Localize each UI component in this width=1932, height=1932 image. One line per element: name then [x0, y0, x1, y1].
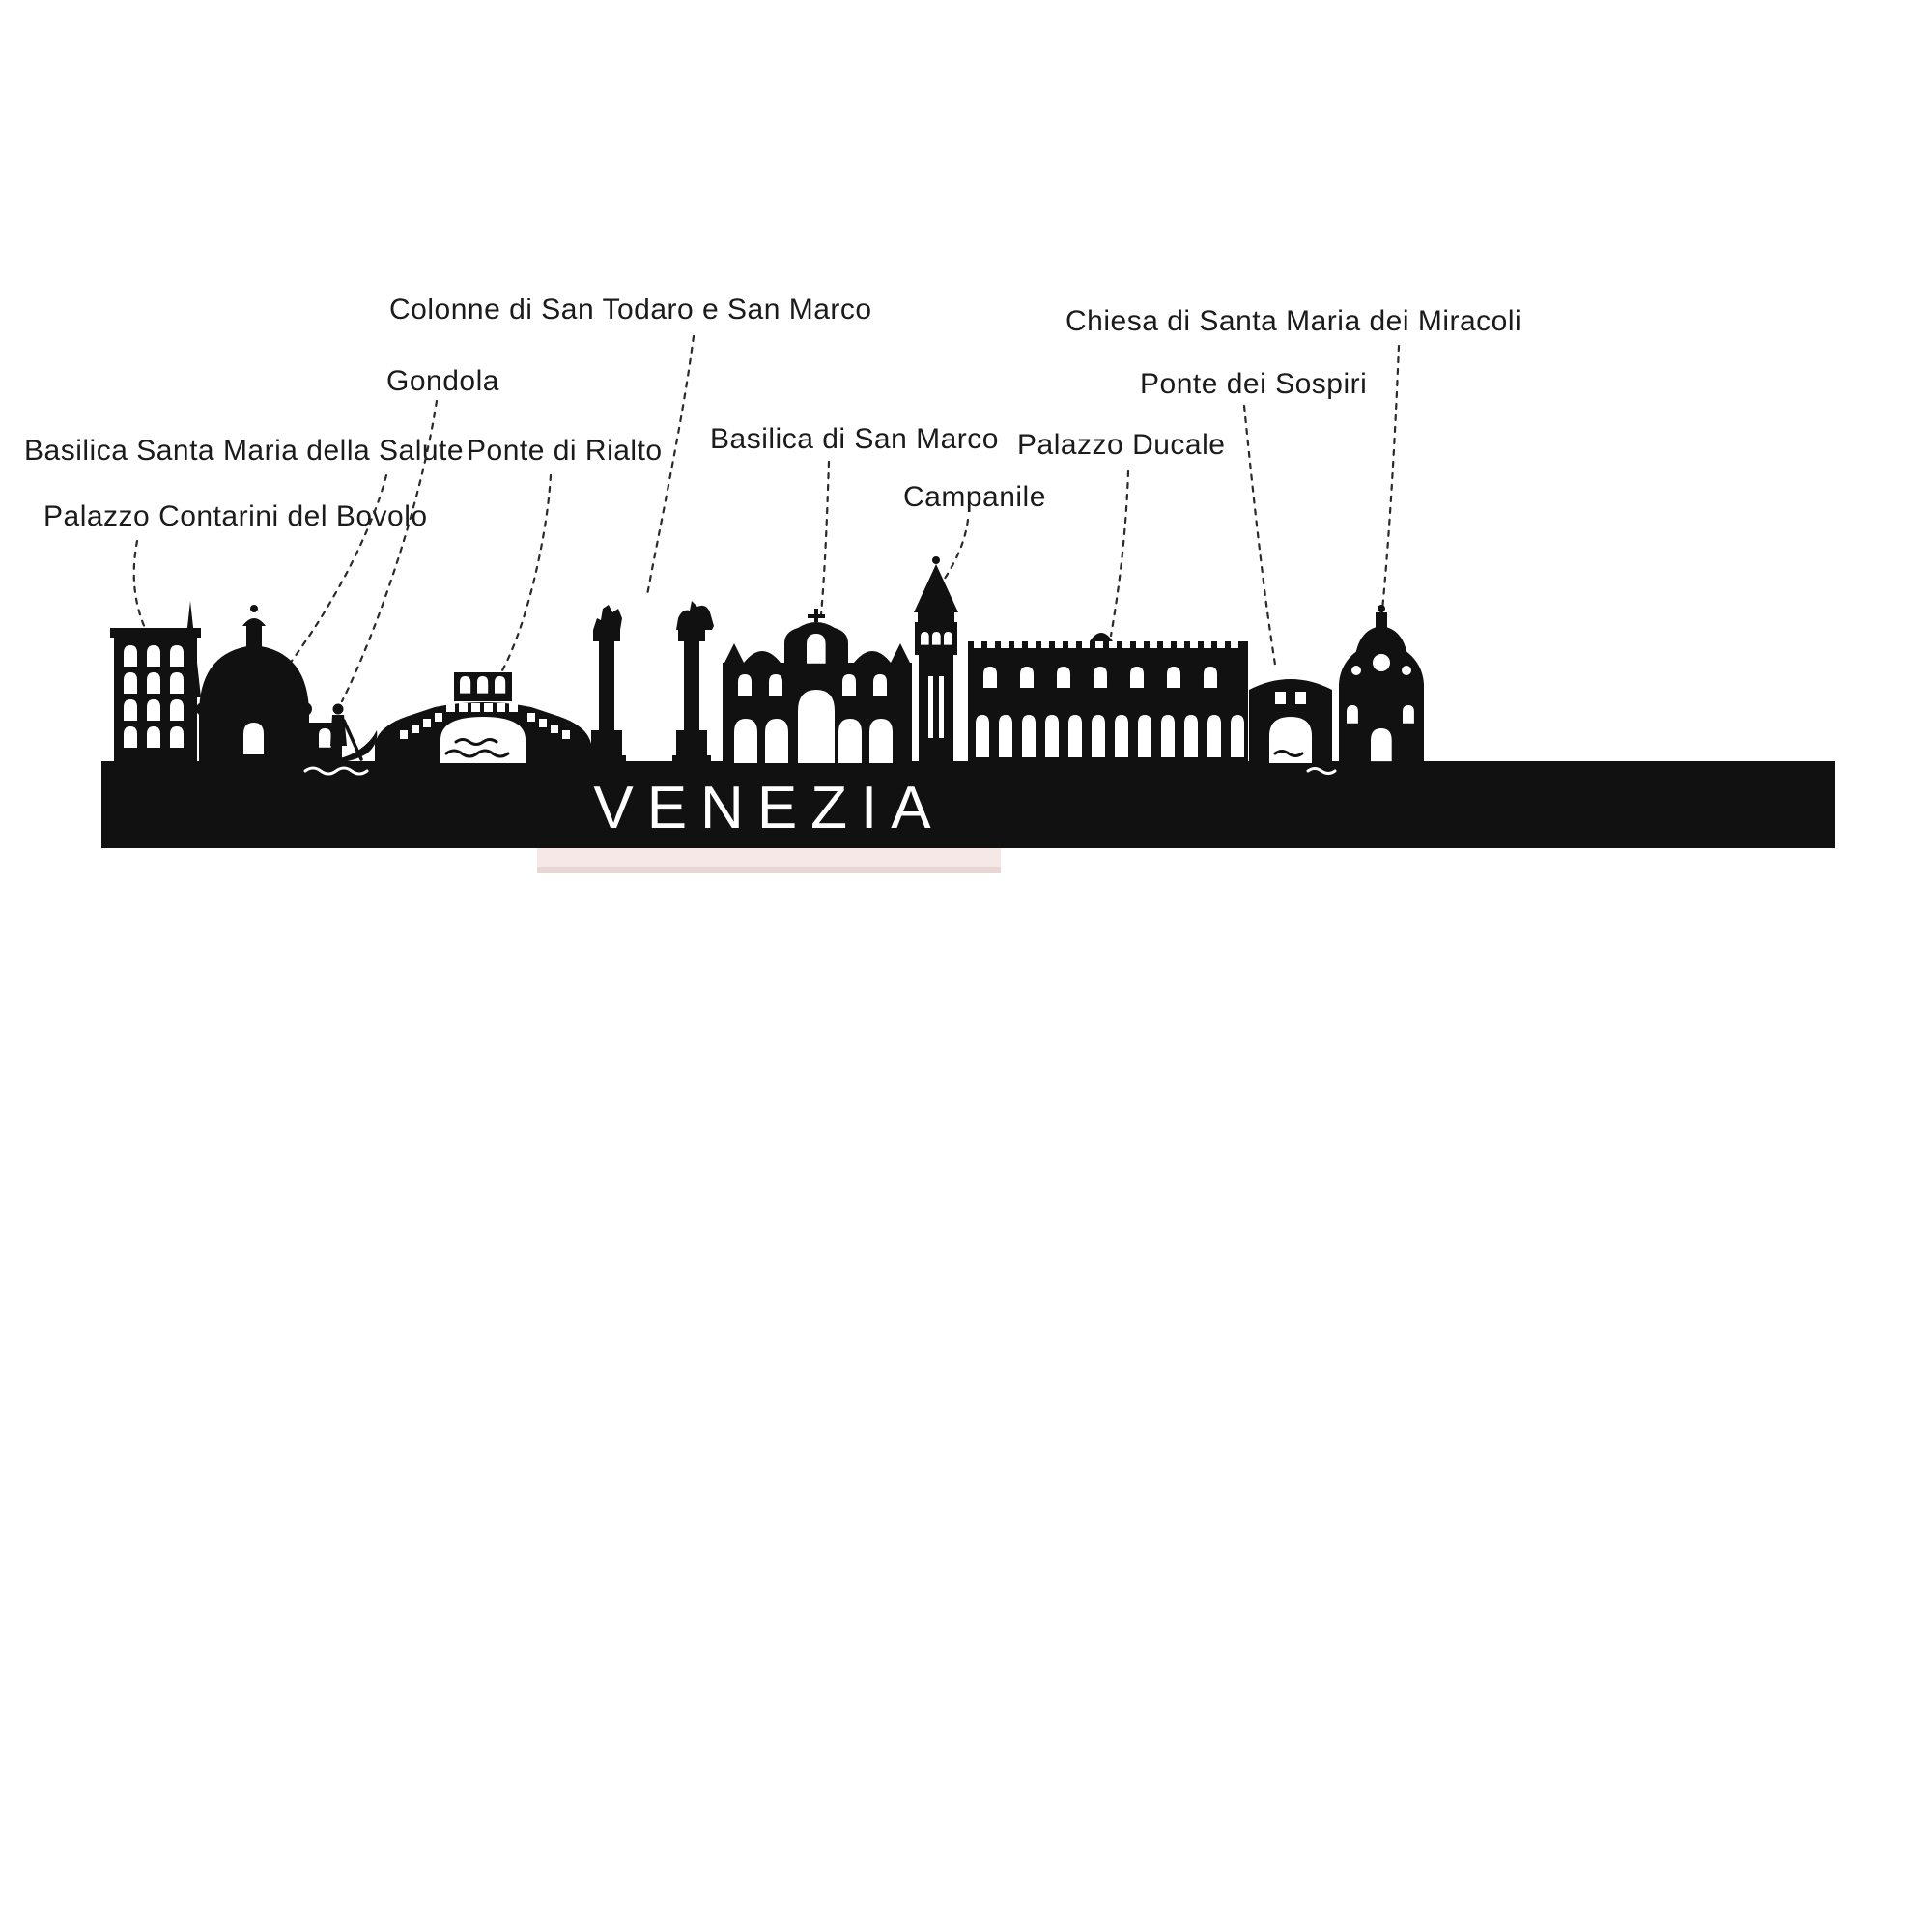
- silhouette-palazzo-ducale: [968, 633, 1248, 763]
- silhouette-gondola: [303, 703, 378, 776]
- label-palazzo-contarini-bovolo: Palazzo Contarini del Bovolo: [43, 500, 428, 532]
- silhouette-basilica-salute: [196, 605, 342, 765]
- label-campanile: Campanile: [903, 481, 1046, 513]
- label-colonne-san-todaro-san-marco: Colonne di San Todaro e San Marco: [389, 294, 872, 326]
- label-ponte-dei-sospiri: Ponte dei Sospiri: [1140, 368, 1368, 400]
- label-basilica-santa-maria-salute: Basilica Santa Maria della Salute: [24, 435, 465, 467]
- leader-gondola: [340, 399, 439, 703]
- leader-lines: [132, 334, 1401, 703]
- leader-palazzo-bovolo: [132, 539, 147, 630]
- label-ponte-di-rialto: Ponte di Rialto: [467, 435, 663, 467]
- silhouette-campanile: [914, 556, 958, 763]
- leader-palazzo-ducale: [1109, 469, 1130, 638]
- leader-chiesa-miracoli: [1379, 344, 1401, 622]
- label-palazzo-ducale: Palazzo Ducale: [1017, 429, 1226, 461]
- skyline-base-bar: [101, 761, 1835, 848]
- leader-basilica-marco: [819, 460, 831, 616]
- silhouette-chiesa-miracoli: [1339, 605, 1424, 763]
- silhouette-ponte-rialto: [375, 672, 591, 763]
- skyline-city-title: VENEZIA: [593, 775, 944, 841]
- label-chiesa-santa-maria-miracoli: Chiesa di Santa Maria dei Miracoli: [1065, 305, 1522, 337]
- leader-colonne: [645, 334, 696, 597]
- label-gondola: Gondola: [386, 365, 499, 397]
- silhouette-basilica-san-marco: [723, 609, 912, 763]
- leader-campanile: [937, 518, 970, 589]
- silhouette-ponte-sospiri: [1249, 679, 1337, 775]
- leader-ponte-sospiri: [1242, 404, 1277, 667]
- leader-ponte-rialto: [500, 473, 553, 672]
- label-basilica-di-san-marco: Basilica di San Marco: [710, 423, 999, 455]
- display-stand: [537, 848, 1001, 873]
- silhouette-colonne: [587, 601, 714, 763]
- leader-basilica-salute: [284, 473, 388, 670]
- silhouette-palazzo-bovolo: [110, 601, 201, 765]
- skyline-silhouette: VENEZIA: [101, 556, 1835, 848]
